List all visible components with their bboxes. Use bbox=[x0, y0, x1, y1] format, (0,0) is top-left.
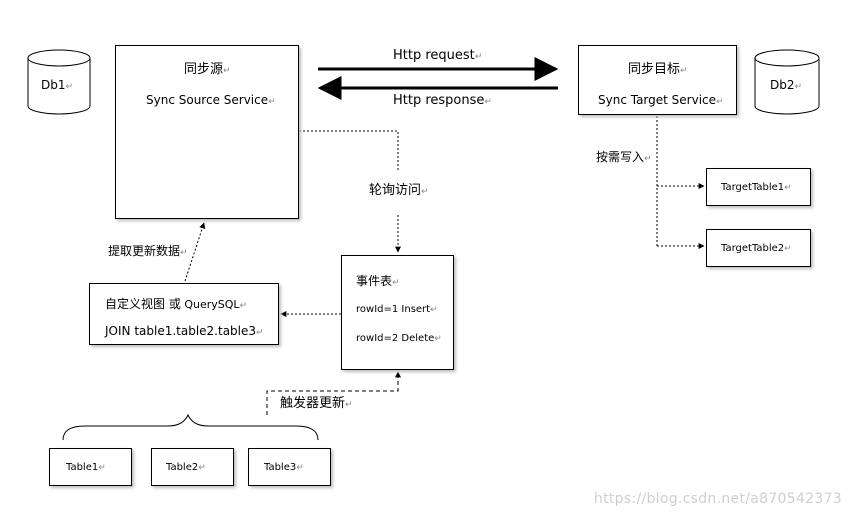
target-table-box-2 bbox=[706, 229, 811, 267]
db1-label: Db1↵ bbox=[41, 78, 74, 92]
db2-cylinder bbox=[754, 49, 820, 115]
trigger-connector bbox=[266, 371, 401, 415]
source-table-label-2: Table2↵ bbox=[166, 462, 206, 473]
sync-target-box bbox=[578, 45, 737, 115]
write-label: 按需写入↵ bbox=[596, 150, 652, 164]
watermark: https://blog.csdn.net/a870542373 bbox=[593, 491, 842, 507]
target-title-cn: 同步目标↵ bbox=[628, 62, 688, 77]
source-tables-brace bbox=[62, 413, 319, 441]
event-row-1: rowId=1 Insert↵ bbox=[356, 304, 438, 315]
event-table-box bbox=[341, 255, 454, 370]
event-table-title: 事件表↵ bbox=[356, 274, 400, 288]
poll-label: 轮询访问↵ bbox=[369, 183, 429, 198]
custom-view-line-2: JOIN table1.table2.table3↵ bbox=[105, 324, 264, 338]
trigger-label: 触发器更新↵ bbox=[280, 396, 353, 411]
custom-view-queryql: QuerySQL bbox=[184, 298, 240, 311]
source-title-en: Sync Source Service↵ bbox=[146, 93, 276, 107]
fetch-arrow bbox=[184, 222, 206, 282]
fetch-label: 提取更新数据↵ bbox=[108, 244, 188, 258]
http-request-label: Http request↵ bbox=[393, 48, 483, 63]
target-table-label-2: TargetTable2↵ bbox=[721, 243, 792, 254]
source-table-box-2 bbox=[151, 448, 234, 486]
custom-view-line-1: 自定义视图 或 QuerySQL↵ bbox=[105, 297, 248, 311]
target-title-en: Sync Target Service↵ bbox=[598, 93, 724, 107]
db1-cylinder bbox=[27, 49, 91, 115]
http-response-label: Http response↵ bbox=[393, 93, 492, 108]
target-table-box-1 bbox=[706, 168, 811, 206]
source-table-box-3 bbox=[248, 448, 331, 486]
event-row-2: rowId=2 Delete↵ bbox=[356, 333, 442, 344]
db2-label: Db2↵ bbox=[770, 78, 803, 92]
source-table-box-1 bbox=[49, 448, 132, 486]
custom-view-box bbox=[89, 283, 279, 345]
source-title-cn: 同步源↵ bbox=[184, 62, 231, 77]
sync-source-box bbox=[115, 45, 299, 219]
source-table-label-3: Table3↵ bbox=[264, 462, 304, 473]
target-table-label-1: TargetTable1↵ bbox=[721, 182, 792, 193]
source-table-label-1: Table1↵ bbox=[66, 462, 106, 473]
poll-connector bbox=[299, 130, 399, 170]
